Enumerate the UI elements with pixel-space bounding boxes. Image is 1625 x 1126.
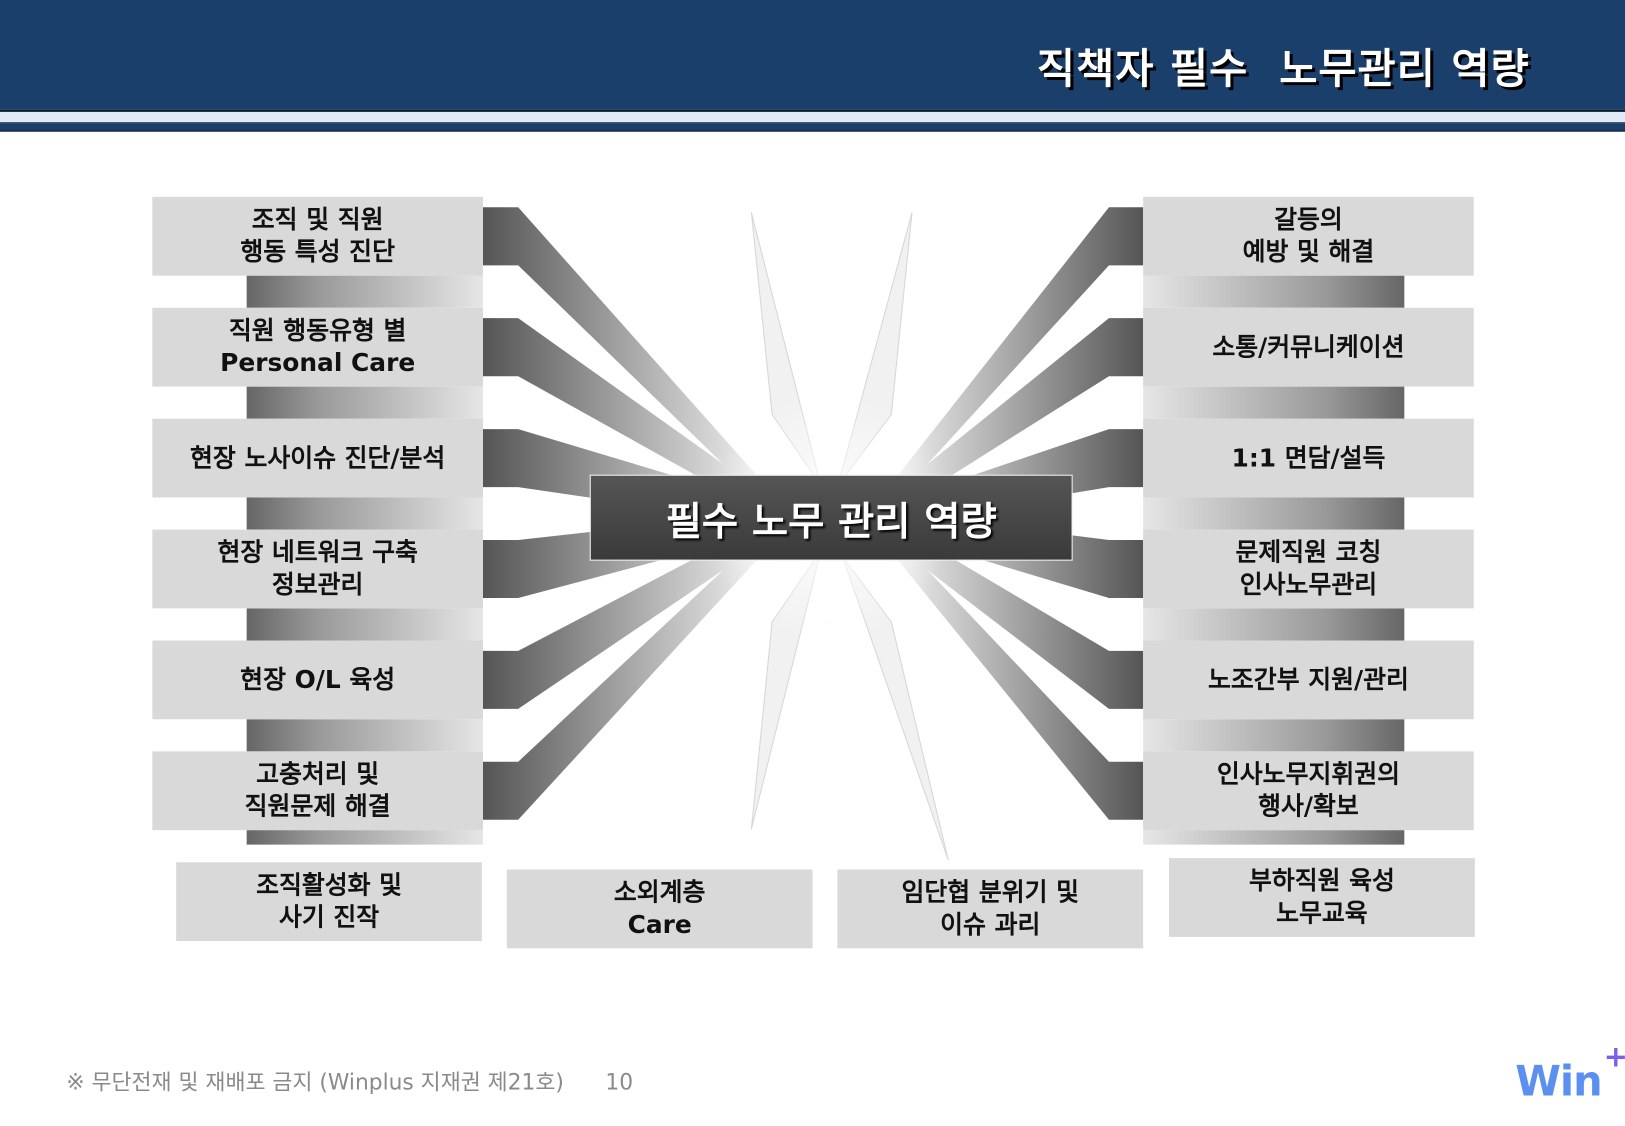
left-funnel [482, 509, 788, 820]
center-competency-box: 필수 노무 관리 역량 [589, 474, 1073, 561]
right-funnel [870, 207, 1144, 527]
right-connector-strip [1143, 830, 1405, 845]
left-competency-box: 현장 네트워크 구축 정보관리 [152, 529, 483, 609]
left-connector-strip [246, 275, 483, 308]
left-competency-box: 직원 행동유형 별 Personal Care [152, 307, 483, 387]
left-competency-box: 현장 노사이슈 진단/분석 [152, 418, 483, 498]
bottom-competency-box: 소외계층 Care [506, 869, 813, 949]
right-competency-box: 1:1 면담/설득 [1143, 418, 1474, 498]
right-connector-strip [1143, 386, 1405, 419]
right-competency-box: 노조간부 지원/관리 [1143, 640, 1474, 720]
left-connector-strip [246, 497, 483, 530]
header-divider [0, 109, 1625, 112]
left-funnel [482, 318, 788, 527]
right-competency-box: 문제직원 코칭 인사노무관리 [1143, 529, 1474, 609]
copyright-notice: ※ 무단전재 및 재배포 금지 (Winplus 지재권 제21호) [66, 1069, 564, 1095]
bottom-competency-box: 조직활성화 및 사기 진작 [176, 862, 482, 942]
header-band-dark [0, 123, 1625, 132]
left-funnel [482, 207, 788, 527]
left-connector-strip [246, 830, 483, 845]
logo-text: Win [1515, 1058, 1602, 1106]
right-funnel [870, 509, 1144, 820]
right-competency-box: 소통/커뮤니케이션 [1143, 307, 1474, 387]
logo-plus: + [1603, 1039, 1625, 1074]
page-number: 10 [605, 1069, 634, 1095]
left-connector-strip [246, 719, 483, 752]
left-connector-strip [246, 608, 483, 641]
left-competency-box: 조직 및 직원 행동 특성 진단 [152, 196, 483, 276]
right-connector-strip [1143, 275, 1405, 308]
right-competency-box: 인사노무지휘권의 행사/확보 [1143, 751, 1474, 831]
left-competency-box: 현장 O/L 육성 [152, 640, 483, 720]
header-bar [0, 0, 1625, 110]
bottom-competency-box: 임단협 분위기 및 이슈 과리 [837, 869, 1144, 949]
bottom-competency-box: 부하직원 육성 노무교육 [1169, 858, 1475, 937]
right-connector-strip [1143, 608, 1405, 641]
right-connector-strip [1143, 497, 1405, 530]
footer: ※ 무단전재 및 재배포 금지 (Winplus 지재권 제21호) 10 [66, 1065, 633, 1096]
right-connector-strip [1143, 719, 1405, 752]
winplus-logo: Win+ [1515, 1042, 1625, 1107]
right-competency-box: 갈등의 예방 및 해결 [1143, 196, 1474, 276]
left-competency-box: 고충처리 및 직원문제 해결 [152, 751, 483, 831]
page-title: 직책자 필수 노무관리 역량 [1036, 45, 1530, 94]
header-band [0, 111, 1625, 124]
left-connector-strip [246, 386, 483, 419]
